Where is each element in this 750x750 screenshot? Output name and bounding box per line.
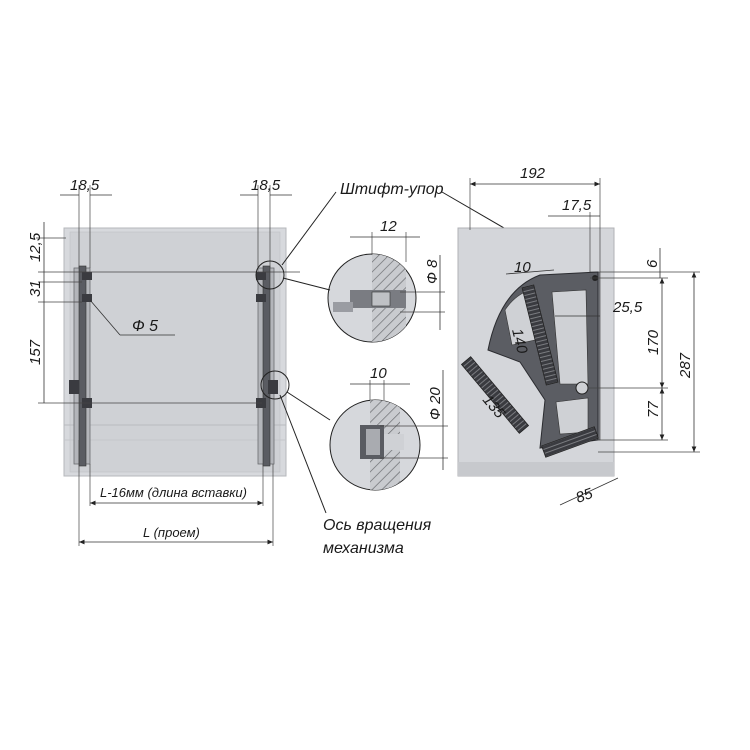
dim-77: 77 (645, 401, 662, 418)
note-axis-2: механизма (323, 540, 404, 557)
front-view: 18,5 18,5 12,5 31 157 Ф 5 L-16мм (длина … (27, 177, 300, 546)
opening-length: L (проем) (143, 525, 200, 540)
dim-170: 170 (645, 329, 662, 355)
insert-length: L-16мм (длина вставки) (100, 485, 247, 500)
detail-bottom: 10 Ф 20 (286, 365, 448, 491)
axis-hole (575, 381, 589, 395)
note-axis-1: Ось вращения (323, 517, 432, 534)
dim-192: 192 (520, 165, 546, 182)
dim-287: 287 (677, 352, 694, 379)
dim-25-5: 25,5 (612, 299, 643, 316)
side-view: 192 17,5 6 25,5 170 287 77 10 140 135 85 (457, 165, 700, 507)
dim-12-5: 12,5 (27, 232, 44, 262)
dim-top-left: 18,5 (70, 177, 100, 194)
dim-arm-140: 140 (508, 327, 531, 356)
dim-157: 157 (27, 339, 44, 365)
note-pin: Штифт-упор (340, 181, 444, 198)
dim-arm-85: 85 (574, 485, 596, 507)
detail-bottom-diameter: Ф 20 (427, 387, 444, 420)
dim-31: 31 (27, 280, 44, 297)
detail-bottom-width: 10 (370, 365, 387, 382)
detail-top: 12 Ф 8 (282, 218, 445, 343)
hole-label: Ф 5 (132, 318, 158, 335)
dim-17-5: 17,5 (562, 197, 592, 214)
dim-arm-10: 10 (514, 259, 531, 276)
dim-top-right: 18,5 (251, 177, 281, 194)
detail-top-diameter: Ф 8 (424, 259, 441, 284)
dim-6: 6 (644, 259, 661, 268)
detail-top-width: 12 (380, 218, 397, 235)
detail-circle-top (255, 260, 285, 290)
detail-circle-bottom (260, 370, 290, 400)
